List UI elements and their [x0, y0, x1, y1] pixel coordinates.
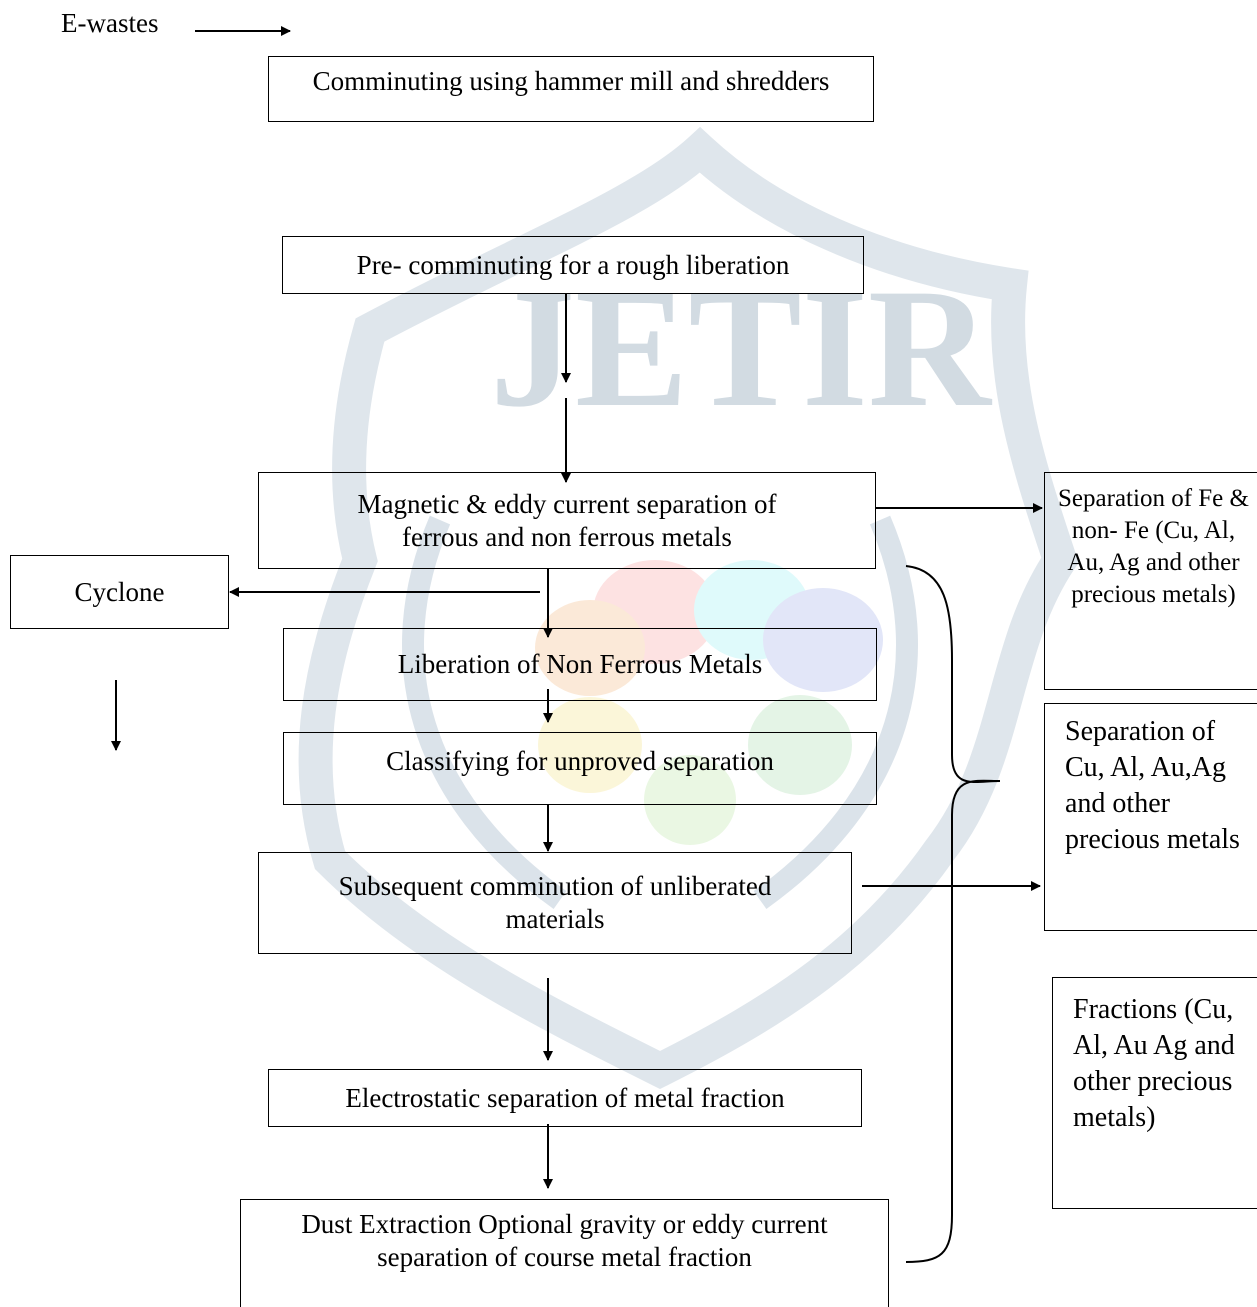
- watermark-flower: [535, 560, 883, 845]
- liberation-box: Liberation of Non Ferrous Metals: [283, 628, 877, 701]
- dust-extraction-text: Dust Extraction Optional gravity or eddy…: [301, 1209, 828, 1272]
- separation-fe-text: Separation of Fe & non- Fe (Cu, Al, Au, …: [1058, 485, 1249, 608]
- ewastes-label: E-wastes: [61, 8, 159, 38]
- watermark-wheat-right: [753, 515, 918, 909]
- comminuting-box: Comminuting using hammer mill and shredd…: [268, 56, 874, 122]
- watermark-wheat: [402, 515, 918, 909]
- separation-cu-box: Separation of Cu, Al, Au,Ag and other pr…: [1044, 703, 1257, 931]
- separation-cu-text: Separation of Cu, Al, Au,Ag and other pr…: [1065, 716, 1240, 855]
- classifying-box: Classifying for unproved separation: [283, 732, 877, 805]
- watermark-petal-green: [748, 695, 852, 795]
- comminuting-text: Comminuting using hammer mill and shredd…: [312, 66, 830, 96]
- watermark-shield-outline: [298, 126, 1079, 1090]
- subsequent-comminution-box: Subsequent comminution of unliberated ma…: [258, 852, 852, 954]
- watermark-wheat-left: [402, 515, 567, 909]
- magnetic-separation-box: Magnetic & eddy current separation of fe…: [258, 472, 876, 569]
- pre-comminuting-text: Pre- comminuting for a rough liberation: [356, 249, 790, 280]
- cyclone-box: Cyclone: [10, 555, 229, 629]
- separation-fe-box: Separation of Fe & non- Fe (Cu, Al, Au, …: [1044, 472, 1257, 690]
- cyclone-text: Cyclone: [74, 576, 165, 607]
- magnetic-separation-text: Magnetic & eddy current separation of fe…: [357, 488, 777, 552]
- curly-brace: [905, 565, 1001, 1263]
- watermark-shield: [298, 126, 1079, 1090]
- pre-comminuting-box: Pre- comminuting for a rough liberation: [282, 236, 864, 294]
- liberation-text: Liberation of Non Ferrous Metals: [397, 649, 763, 679]
- classifying-text: Classifying for unproved separation: [386, 746, 774, 776]
- watermark-petal-blue: [763, 588, 883, 692]
- electrostatic-box: Electrostatic separation of metal fracti…: [268, 1069, 862, 1127]
- watermark-petal-yellow: [538, 697, 642, 793]
- electrostatic-text: Electrostatic separation of metal fracti…: [345, 1082, 785, 1113]
- fractions-box: Fractions (Cu, Al, Au Ag and other preci…: [1052, 977, 1257, 1209]
- subsequent-comminution-text: Subsequent comminution of unliberated ma…: [338, 871, 772, 934]
- watermark-petal-orange: [535, 600, 645, 696]
- fractions-text: Fractions (Cu, Al, Au Ag and other preci…: [1073, 994, 1235, 1133]
- dust-extraction-box: Dust Extraction Optional gravity or eddy…: [240, 1199, 889, 1307]
- watermark-text: JETIR: [490, 254, 993, 442]
- watermark-petal-lime: [644, 755, 736, 845]
